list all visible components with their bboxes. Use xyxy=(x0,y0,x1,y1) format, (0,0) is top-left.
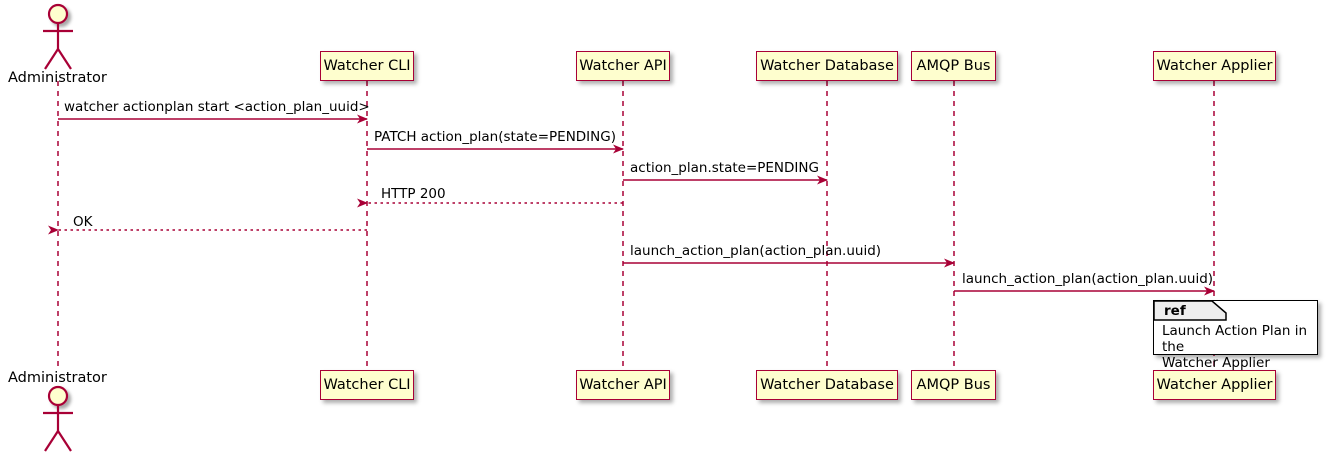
message-label-m4: HTTP 200 xyxy=(381,186,446,202)
ref-fragment-line-1: Launch Action Plan in the xyxy=(1162,323,1308,355)
actor-figure-administrator xyxy=(43,3,73,70)
participant-label: Watcher API xyxy=(579,376,667,393)
ref-fragment-tab xyxy=(1154,301,1226,320)
participant-bottom-watcher-api[interactable]: Watcher API xyxy=(576,370,670,400)
actor-leg-left xyxy=(44,430,59,452)
actor-leg-right xyxy=(57,48,72,70)
messages-group xyxy=(48,114,1215,296)
actors-group xyxy=(43,3,73,452)
participant-bottom-watcher-database[interactable]: Watcher Database xyxy=(756,370,898,400)
ref-fragment-tab-label: ref xyxy=(1164,303,1186,319)
participant-label: AMQP Bus xyxy=(916,57,991,74)
participant-bottom-amqp-bus[interactable]: AMQP Bus xyxy=(911,370,996,400)
actor-head xyxy=(47,3,69,25)
ref-fragment: ref Launch Action Plan in the Watcher Ap… xyxy=(1153,300,1318,371)
ref-fragment-line-2: Watcher Applier xyxy=(1162,355,1270,371)
ref-fragment-body: Launch Action Plan in the Watcher Applie… xyxy=(1162,323,1313,371)
participant-top-watcher-api[interactable]: Watcher API xyxy=(576,51,670,81)
participant-label: Watcher Applier xyxy=(1156,57,1273,74)
actor-leg-right xyxy=(57,430,72,452)
message-label-m6: launch_action_plan(action_plan.uuid) xyxy=(630,243,882,259)
message-label-m5: OK xyxy=(73,214,93,230)
participant-top-amqp-bus[interactable]: AMQP Bus xyxy=(911,51,996,81)
message-label-m1: watcher actionplan start <action_plan_uu… xyxy=(64,99,370,115)
participant-label: Watcher Database xyxy=(760,376,894,393)
message-label-m7: launch_action_plan(action_plan.uuid) xyxy=(962,271,1214,287)
lifelines-group xyxy=(57,81,1215,370)
actor-label-bottom-administrator: Administrator xyxy=(8,370,107,386)
participant-bottom-watcher-cli[interactable]: Watcher CLI xyxy=(320,370,414,400)
participant-label: AMQP Bus xyxy=(916,376,991,393)
message-label-m3: action_plan.state=PENDING xyxy=(630,160,819,176)
actor-leg-left xyxy=(44,48,59,70)
participant-label: Watcher API xyxy=(579,57,667,74)
actor-label-top-administrator: Administrator xyxy=(8,70,107,86)
message-label-m2: PATCH action_plan(state=PENDING) xyxy=(374,129,616,145)
participant-top-watcher-database[interactable]: Watcher Database xyxy=(756,51,898,81)
participant-bottom-watcher-applier[interactable]: Watcher Applier xyxy=(1153,370,1276,400)
participant-top-watcher-cli[interactable]: Watcher CLI xyxy=(320,51,414,81)
participant-label: Watcher Applier xyxy=(1156,376,1273,393)
participant-label: Watcher CLI xyxy=(323,57,411,74)
participant-label: Watcher CLI xyxy=(323,376,411,393)
actor-figure-administrator xyxy=(43,385,73,452)
participant-top-watcher-applier[interactable]: Watcher Applier xyxy=(1153,51,1276,81)
ref-tab-outline xyxy=(1154,301,1227,321)
participant-label: Watcher Database xyxy=(760,57,894,74)
actor-head xyxy=(47,385,69,407)
